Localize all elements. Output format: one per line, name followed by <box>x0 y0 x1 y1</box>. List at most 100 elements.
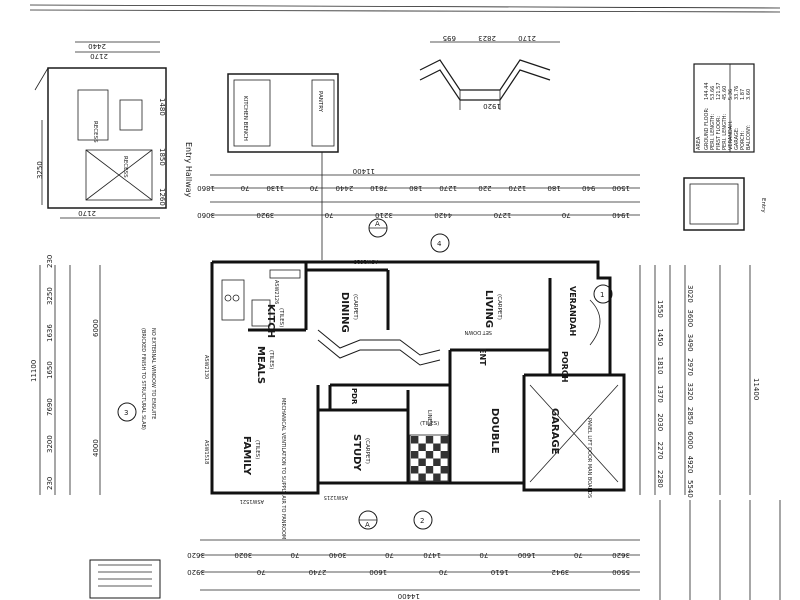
room-entry: ENT <box>478 348 487 366</box>
dim-text: 3020 <box>234 551 252 559</box>
area-row-label: PORCH: <box>740 131 746 150</box>
tile-cell <box>411 451 419 459</box>
dim-text: 2440 <box>88 42 106 50</box>
room-porch: PORCH <box>560 351 569 382</box>
laundry-tiles-label: (TILES) <box>420 421 439 427</box>
wall-label: ASW2126 <box>273 280 279 304</box>
ensuite-note: NO EXTERNAL WINDOW TO ENSUITE <box>150 328 156 419</box>
dim-text: 1600 <box>369 568 387 576</box>
bottom-overall-dim: 14400 <box>398 592 420 600</box>
dim-text: 70 <box>479 551 488 559</box>
section-a-bottom: A <box>365 521 370 529</box>
area-row-value: 33.76 <box>734 86 740 100</box>
room-linen: LINEN <box>426 410 432 426</box>
dim-text: 1370 <box>656 385 664 403</box>
tile-cell <box>425 451 434 459</box>
dim-text: 3942 <box>551 568 569 576</box>
dim-text: 70 <box>439 568 448 576</box>
area-row-value: 5.36 <box>728 89 734 100</box>
wall-label: ASW2130 <box>203 355 209 379</box>
tile-cell <box>418 473 426 481</box>
room-living-sub: (CARPET) <box>496 294 502 320</box>
room-kitchen: KITCH <box>265 304 276 338</box>
dim-text: 2280 <box>656 470 664 488</box>
dim-text: 1450 <box>656 328 664 346</box>
room-meals-sub: (TILES) <box>268 350 274 369</box>
area-row-label: GROUND FLOOR: <box>704 107 710 150</box>
dim-text: 940 <box>582 184 595 192</box>
dim-text: 4420 <box>434 211 452 219</box>
room-study-sub: (CARPET) <box>364 438 370 464</box>
set-down-note: SET DOWN <box>464 329 492 335</box>
dim-text: 2970 <box>686 358 694 376</box>
room-garage: GARAGE <box>549 408 560 455</box>
dim-text: 3920 <box>187 568 205 576</box>
room-family-sub: (TILES) <box>254 440 260 459</box>
dim-text: 70 <box>310 184 319 192</box>
area-row-value: 3.60 <box>746 89 752 100</box>
dim-text: 1610 <box>491 568 509 576</box>
dim-text: 3490 <box>686 334 694 352</box>
dim-text: 1270 <box>508 184 526 192</box>
recess-label-2: RECESS <box>122 156 128 178</box>
wall-label: ASW1521 <box>240 498 264 504</box>
dim-text: 1500 <box>612 184 630 192</box>
dim-text: 1650 <box>46 361 54 379</box>
recess-label: RECESS <box>92 121 98 143</box>
dim-text: 2170 <box>90 52 108 60</box>
room-dining: DINING <box>339 292 350 333</box>
tile-cell <box>418 443 426 451</box>
right-dimension-columns: 11400 3020360034902970332028506000492055… <box>639 265 760 498</box>
dim-text: 2850 <box>686 407 694 425</box>
area-row-value: 144.44 <box>704 83 710 101</box>
dim-text: 70 <box>257 568 266 576</box>
dim-text: 1270 <box>439 184 457 192</box>
dim-text: 5500 <box>612 568 630 576</box>
tile-cell <box>440 466 448 474</box>
notes-block <box>659 500 781 600</box>
dim-text: 3620 <box>612 551 630 559</box>
garage-note: PANEL LIFT DOOR MAN BOARDS <box>586 418 592 498</box>
tile-cell <box>425 436 434 444</box>
dim-text: 70 <box>562 211 571 219</box>
dim-text: 1550 <box>656 300 664 318</box>
room-pdr: PDR <box>350 388 358 405</box>
dim-text: 3250 <box>36 161 44 179</box>
page-border <box>29 4 781 13</box>
dim-text: 230 <box>46 255 54 268</box>
dim-text: 1130 <box>266 184 284 192</box>
section-markers: A 4 1 3 A 2 <box>117 218 613 530</box>
dim-text: 7810 <box>370 184 388 192</box>
dim-text: 1270 <box>494 211 512 219</box>
tile-cell <box>425 466 434 474</box>
dim-text: 3020 <box>686 285 694 303</box>
area-row-value: 53.66 <box>710 86 716 100</box>
area-row-label: PERI. LENGTH: <box>722 114 728 150</box>
main-plan: FAMILY (TILES) MEALS (TILES) KITCH (TILE… <box>140 258 626 539</box>
right-overall-dim: 11400 <box>752 378 760 400</box>
dim-text: 1860 <box>197 184 215 192</box>
room-study: STUDY <box>351 434 362 472</box>
area-row-value: 45.60 <box>722 86 728 100</box>
section-a-top: A <box>375 220 380 228</box>
dim-text: 6000 <box>92 319 100 337</box>
room-dining-sub: (CARPET) <box>352 294 358 320</box>
dim-text: 1850 <box>158 148 166 166</box>
dim-text: 3320 <box>686 383 694 401</box>
room-living: LIVING <box>483 290 494 328</box>
frame-note: (BRICKED FINISH TO STRUCTURAL SLAB) <box>140 328 146 430</box>
dim-text: 70 <box>241 184 250 192</box>
dim-text: 1600 <box>518 551 536 559</box>
dim-text: 6000 <box>686 431 694 449</box>
dim-text: 7690 <box>46 398 54 416</box>
tile-cell <box>411 466 419 474</box>
dim-text: 1940 <box>612 211 630 219</box>
dim-text: 2270 <box>656 442 664 460</box>
room-family: FAMILY <box>241 436 252 476</box>
kitchen-bench-label: KITCHEN BENCH <box>242 96 248 141</box>
